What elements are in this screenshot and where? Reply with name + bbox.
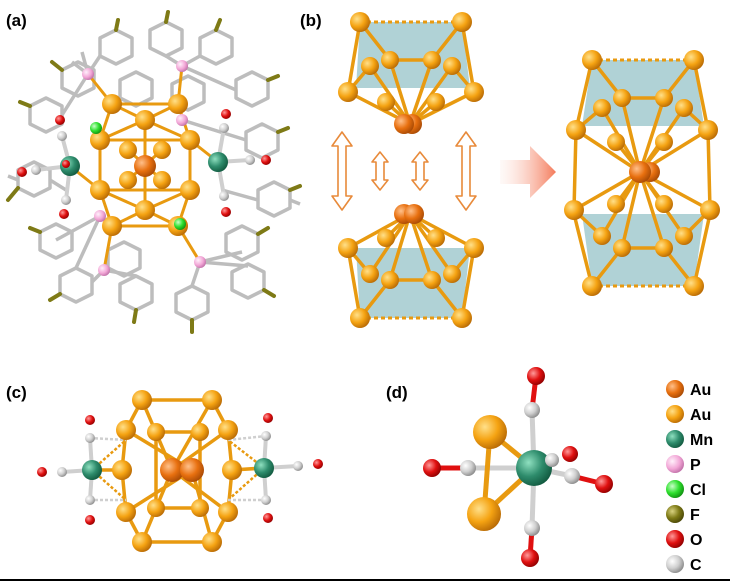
panel-d-coordination (423, 367, 613, 567)
double-arrow-left-large (331, 131, 353, 211)
double-arrows (331, 131, 477, 211)
legend-item-f: F (666, 505, 700, 524)
panel-label-b: (b) (300, 11, 322, 30)
legend-label: P (690, 457, 701, 474)
merged-cluster (564, 50, 720, 296)
legend-item-mn: Mn (666, 430, 713, 449)
legend-label: O (690, 532, 702, 549)
panel-a-cluster-structure (6, 10, 302, 334)
legend-label: C (690, 557, 702, 574)
double-arrow-right-small (411, 151, 429, 191)
bottom-half-cluster (338, 204, 484, 328)
legend-label: F (690, 507, 700, 524)
element-legend: Au Au Mn P Cl F O C (666, 380, 713, 574)
fluorine-atoms (6, 10, 302, 334)
ligand-framework (7, 20, 301, 322)
legend-item-cl: Cl (666, 480, 706, 499)
panel-c-side-view (37, 390, 323, 552)
panel-b-assembly-scheme (331, 12, 720, 328)
legend-item-au-central: Au (666, 380, 711, 399)
panel-label-a: (a) (6, 11, 27, 30)
panel-label-d: (d) (386, 383, 408, 402)
legend-label: Au (690, 407, 711, 424)
panel-label-c: (c) (6, 383, 27, 402)
legend-item-p: P (666, 455, 701, 474)
cluster-atoms (17, 60, 271, 276)
legend-label: Mn (690, 432, 713, 449)
double-arrow-left-small (371, 151, 389, 191)
legend-item-o: O (666, 530, 702, 549)
merge-arrow (500, 146, 556, 198)
legend-label: Au (690, 382, 711, 399)
legend-item-c: C (666, 555, 702, 574)
top-half-cluster (338, 12, 484, 134)
legend-item-au-outer: Au (666, 405, 711, 424)
legend-label: Cl (690, 482, 706, 499)
double-arrow-right-large (455, 131, 477, 211)
